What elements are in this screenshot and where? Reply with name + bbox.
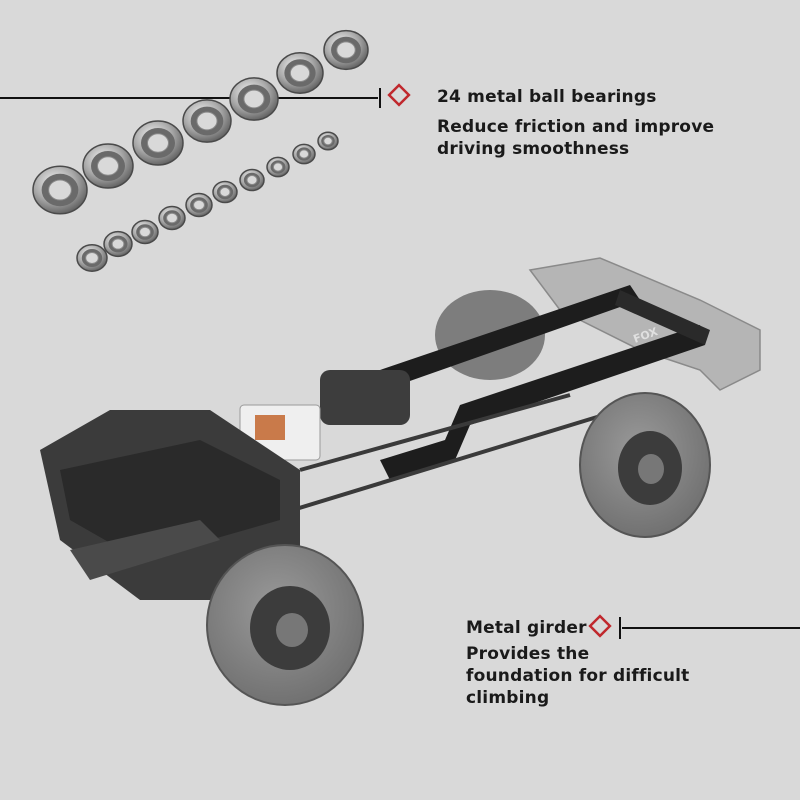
ball-bearing bbox=[103, 230, 133, 258]
ball-bearing bbox=[229, 77, 279, 121]
bearings-diamond-marker-icon bbox=[387, 83, 411, 107]
bearings-callout-title: 24 metal ball bearings bbox=[437, 87, 657, 107]
ball-bearing bbox=[239, 168, 265, 192]
ball-bearing bbox=[158, 205, 186, 231]
bearings-leader-line bbox=[0, 88, 381, 108]
ball-bearing bbox=[317, 131, 339, 151]
ball-bearing bbox=[292, 143, 316, 165]
girder-leader-line bbox=[619, 617, 800, 639]
ball-bearing bbox=[76, 244, 108, 272]
bearings-callout-description-line2: driving smoothness bbox=[437, 139, 630, 159]
ball-bearing bbox=[182, 99, 232, 143]
ball-bearing bbox=[212, 180, 238, 204]
ball-bearing bbox=[185, 192, 213, 218]
girder-callout-description-line2: foundation for difficult bbox=[466, 666, 690, 686]
ball-bearings-image bbox=[32, 29, 369, 272]
ball-bearing bbox=[266, 156, 290, 178]
girder-callout-description-line1: Provides the bbox=[466, 644, 590, 664]
girder-diamond-marker-icon bbox=[588, 614, 612, 638]
crawler-chassis-image: FOX bbox=[40, 257, 761, 706]
girder-callout-title: Metal girder bbox=[466, 618, 587, 638]
ball-bearing bbox=[32, 165, 88, 215]
ball-bearing bbox=[132, 120, 184, 166]
girder-callout-description-line3: climbing bbox=[466, 688, 550, 708]
ball-bearing bbox=[323, 29, 369, 71]
bearings-callout-description-line1: Reduce friction and improve bbox=[437, 117, 715, 137]
ball-bearing bbox=[131, 219, 159, 245]
ball-bearing bbox=[82, 143, 134, 189]
ball-bearing bbox=[276, 52, 324, 94]
